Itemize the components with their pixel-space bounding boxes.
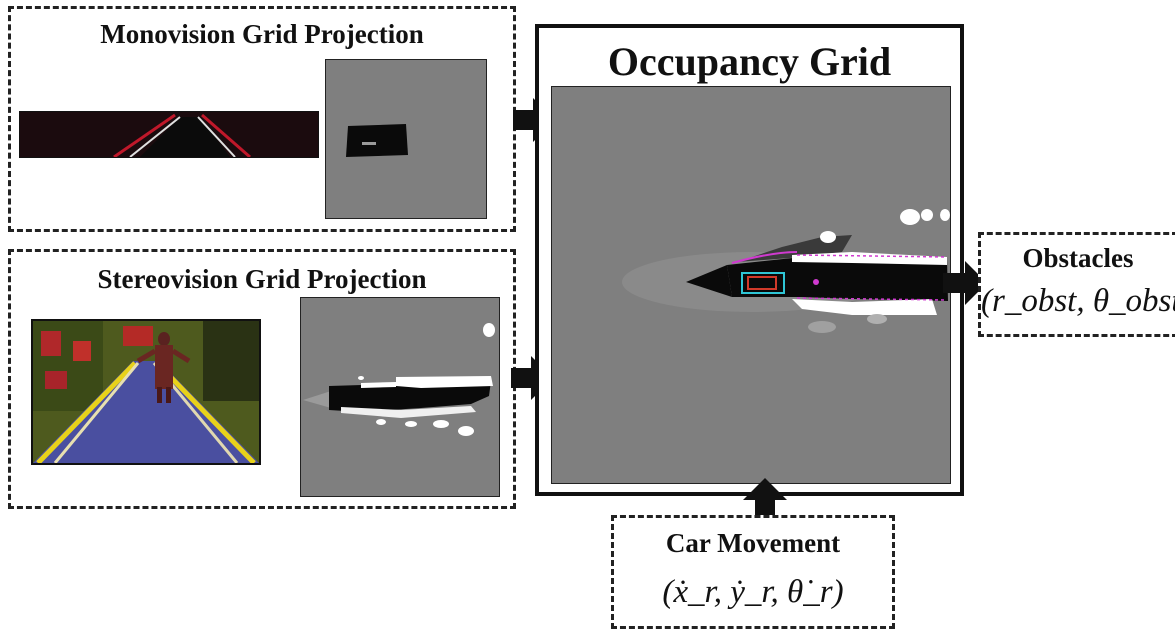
occupancy-grid-box: Occupancy Grid	[535, 24, 964, 496]
stereovision-title: Stereovision Grid Projection	[97, 264, 427, 294]
monovision-title: Monovision Grid Projection	[100, 19, 424, 49]
stereovision-box: Stereovision Grid Projection	[8, 249, 516, 509]
occupancy-grid-title: Occupancy Grid	[607, 39, 892, 84]
stereovision-grid-panel	[300, 297, 500, 497]
car-movement-box: Car Movement (ẋ_r, ẏ_r, θ̇_r)	[611, 515, 895, 629]
monovision-grid-panel	[325, 59, 487, 219]
arrow-stereo-to-grid	[511, 356, 553, 400]
car-movement-title: Car Movement	[665, 528, 841, 558]
car-movement-formula: (ẋ_r, ẏ_r, θ̇_r)	[662, 574, 844, 610]
monovision-camera-image	[19, 111, 319, 158]
stereovision-camera-image	[31, 319, 261, 465]
occupancy-grid-panel	[551, 86, 951, 484]
obstacles-formula: (r_obst, θ_obst)	[981, 283, 1175, 319]
obstacles-box: Obstacles (r_obst, θ_obst)	[978, 232, 1175, 337]
arrow-car-to-grid	[743, 478, 787, 520]
arrow-grid-to-obstacles	[943, 261, 987, 305]
monovision-box: Monovision Grid Projection	[8, 6, 516, 232]
arrow-mono-to-grid	[513, 98, 555, 142]
obstacles-title: Obstacles	[1022, 243, 1134, 273]
